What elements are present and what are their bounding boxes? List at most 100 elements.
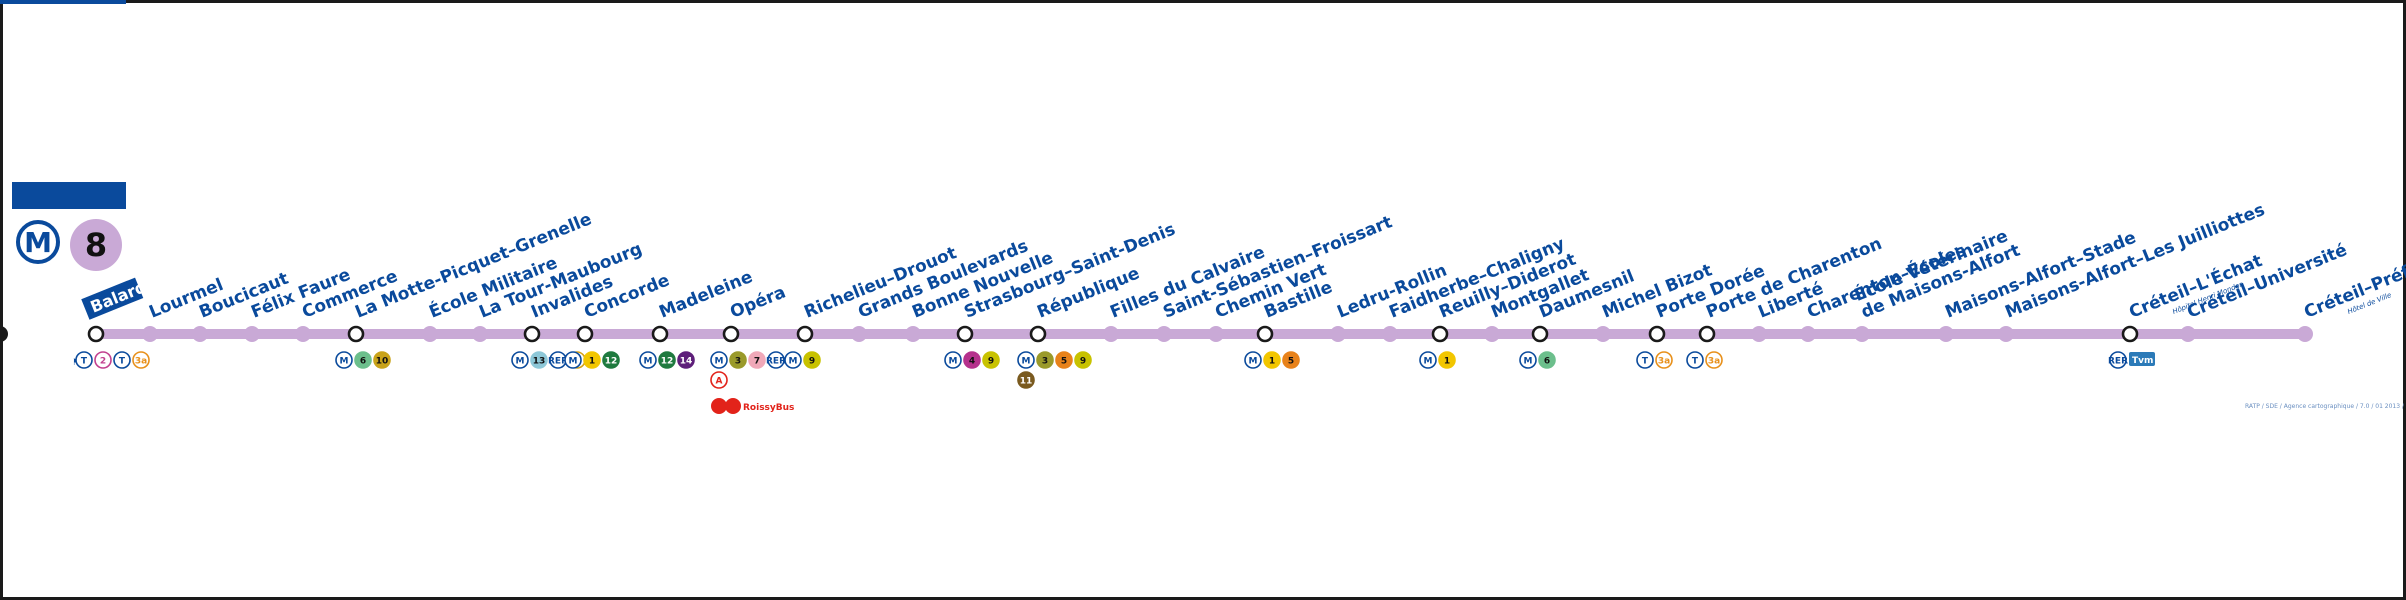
connection-metro-1-label: 1: [589, 357, 595, 367]
metro-symbol: M: [24, 225, 52, 259]
connection-metro-3-label: 3: [1042, 357, 1048, 367]
connection-tram-3a-label: 3a: [1658, 357, 1670, 367]
metro-icon-label: M: [1249, 357, 1258, 367]
footnote: RATP / SDE / Agence cartographique / 7.0…: [2245, 403, 2406, 410]
tram-icon: [113, 351, 131, 369]
station-marker-interchange: [796, 325, 814, 343]
metro-icon: [1519, 351, 1537, 369]
station-marker-interchange: [576, 325, 594, 343]
tram-icon: [1636, 351, 1654, 369]
connection-metro-10-label: 10: [376, 357, 389, 367]
station-marker-interchange: [1256, 325, 1274, 343]
metro-icon: [1244, 351, 1262, 369]
station-marker: [1751, 326, 1767, 342]
connection-metro-9: [982, 351, 1000, 369]
station-marker: [472, 326, 488, 342]
station-marker: [192, 326, 208, 342]
metro-icon: M: [16, 220, 60, 264]
connection-metro-5-label: 5: [1288, 357, 1294, 367]
connection-metro-1: [1263, 351, 1281, 369]
station-marker: [1103, 326, 1119, 342]
station-marker-interchange: [722, 325, 740, 343]
connection-tram-3a-label: 3a: [1708, 357, 1720, 367]
tram-icon-label: T: [81, 357, 88, 367]
roissybus-circle: [725, 398, 741, 414]
connection-tram-3a: [132, 351, 150, 369]
connection-metro-6-label: 6: [1544, 357, 1550, 367]
metro-icon: [639, 351, 657, 369]
station-marker-terminus: [0, 326, 8, 342]
terminus-label-box: [81, 277, 144, 320]
station-marker-interchange: [87, 325, 105, 343]
rer-icon-label: RER: [2108, 357, 2128, 367]
connection-metro-12-label: 12: [661, 357, 674, 367]
station-marker-interchange: [651, 325, 669, 343]
connection-metro-11: [1017, 371, 1035, 389]
metro-icon-label: M: [789, 357, 798, 367]
connection-metro-4-label: 4: [969, 357, 975, 367]
connection-metro-6: [354, 351, 372, 369]
line-number-badge: 8: [70, 219, 122, 271]
metro-icon: [1017, 351, 1035, 369]
station-marker: [295, 326, 311, 342]
tram-icon-label: T: [119, 357, 126, 367]
roissybus-icon: RoissyBus: [711, 398, 794, 414]
station-marker: [1382, 326, 1398, 342]
metro-icon: [511, 351, 529, 369]
metro-icon: [944, 351, 962, 369]
station-marker: [142, 326, 158, 342]
station-marker-interchange: [1698, 325, 1716, 343]
connection-metro-4: [963, 351, 981, 369]
rer-icon: [767, 351, 785, 369]
connection-metro-5: [1282, 351, 1300, 369]
connection-metro-12-label: 12: [605, 357, 618, 367]
station-marker: [1330, 326, 1346, 342]
metro-icon-label: M: [715, 357, 724, 367]
connection-metro-9: [1074, 351, 1092, 369]
station-marker-interchange: [2121, 325, 2139, 343]
connection-metro-13: [530, 351, 548, 369]
station-marker: [1938, 326, 1954, 342]
metro-icon: [710, 351, 728, 369]
terminus-label-pointe-du-lac: CréteilPointe du Lac: [0, 0, 129, 4]
connection-metro-7: [748, 351, 766, 369]
metro-icon-label: M: [1424, 357, 1433, 367]
connection-metro-12: [658, 351, 676, 369]
metro-icon: [335, 351, 353, 369]
station-marker: [1998, 326, 2014, 342]
roissybus-circle: [711, 398, 727, 414]
connection-metro-1: [583, 351, 601, 369]
connection-metro-12: [602, 351, 620, 369]
connection-metro-13-label: 13: [533, 357, 546, 367]
station-marker: [905, 326, 921, 342]
metro-icon: [564, 351, 582, 369]
station-marker-interchange: [347, 325, 365, 343]
metro-icon: [1419, 351, 1437, 369]
connection-metro-5-label: 5: [1061, 357, 1067, 367]
connection-tram-2: [94, 351, 112, 369]
metro-icon-label: M: [949, 357, 958, 367]
metro-icon-label: M: [340, 357, 349, 367]
metro-icon-label: M: [516, 357, 525, 367]
station-marker-interchange: [1431, 325, 1449, 343]
connection-tram-3a-label: 3a: [135, 357, 147, 367]
connection-metro-7-label: 7: [754, 357, 760, 367]
station-marker: [1208, 326, 1224, 342]
line-number: 8: [84, 226, 108, 264]
terminus-label-balard: Balard: [81, 277, 149, 320]
terminus-line-2: Pointe du Lac: [6, 0, 129, 1]
station-marker-interchange: [1648, 325, 1666, 343]
tvm-bus-icon: Tvm: [2129, 352, 2155, 366]
connection-metro-9-label: 9: [988, 357, 994, 367]
connection-metro-6-label: 6: [360, 357, 366, 367]
metro-icon-label: M: [569, 357, 578, 367]
connection-metro-9-label: 9: [1080, 357, 1086, 367]
connection-metro-11-label: 11: [1020, 377, 1033, 387]
metro-icon: [784, 351, 802, 369]
connection-metro-5: [1055, 351, 1073, 369]
tvm-label: Tvm: [2132, 356, 2153, 366]
station-marker: [244, 326, 260, 342]
connection-metro-14: [677, 351, 695, 369]
